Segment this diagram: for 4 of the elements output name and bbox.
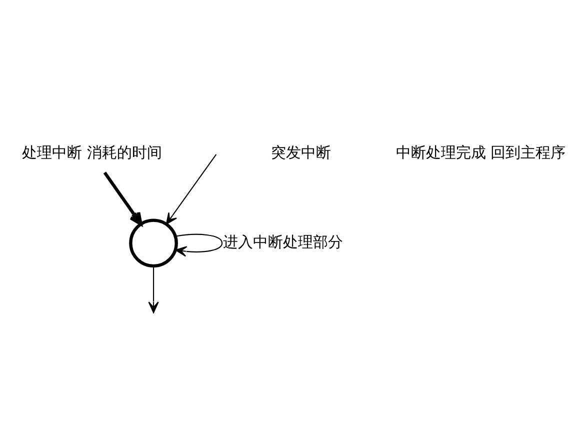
label: 中断处理完成 回到主程序 [396,142,566,161]
label: 突发中断 [271,142,332,161]
node-text: 处理中断 消耗的时间 [22,142,162,161]
edge-label: 进入中断处理部分 [223,232,344,251]
